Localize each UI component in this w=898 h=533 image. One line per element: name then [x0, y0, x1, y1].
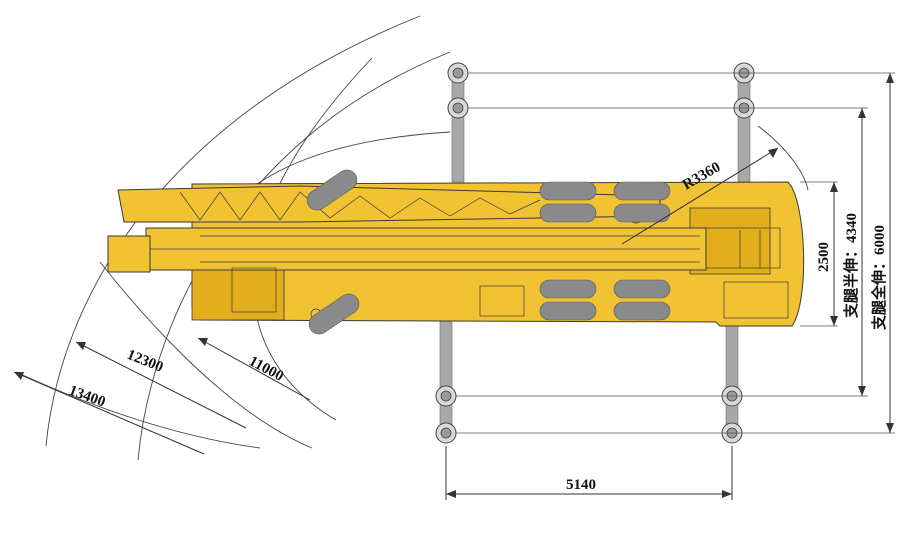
pad-5 — [539, 279, 597, 299]
outrigger-beam-front-lower — [439, 319, 453, 441]
deck-pads — [306, 169, 671, 335]
pad-8 — [613, 301, 671, 321]
extension-reference-lines — [456, 72, 895, 434]
label-4340: 4340 — [844, 213, 860, 243]
arc-tail — [757, 125, 809, 191]
pad-4 — [613, 203, 671, 223]
label-5140: 5140 — [566, 477, 596, 493]
outrigger-foot-fu2-inner — [452, 102, 464, 114]
label-12300: 12300 — [125, 347, 166, 376]
label-6000: 6000 — [872, 225, 888, 255]
outrigger-foot-fl1-inner — [440, 390, 452, 402]
label-full-extended-text: 支腿全伸： — [870, 255, 888, 331]
outrigger-foot-fl2-inner — [440, 427, 452, 439]
pad-slant-upper — [306, 169, 358, 211]
outrigger-foot-fu1-inner — [452, 67, 464, 79]
pad-1 — [539, 181, 597, 201]
outrigger-beam-rear-lower — [725, 319, 739, 441]
boom-head — [107, 235, 151, 273]
crane-body — [107, 181, 805, 327]
label-half-extended-text: 支腿半伸： — [842, 243, 860, 319]
pad-3 — [539, 203, 597, 223]
pad-2 — [613, 181, 671, 201]
pad-6 — [613, 279, 671, 299]
arc-extra — [99, 261, 313, 449]
arc-extra-2 — [15, 371, 261, 449]
dimension-lines — [13, 73, 894, 500]
pad-7 — [539, 301, 597, 321]
pad-slant-lower — [308, 293, 360, 335]
label-full-extended: 支腿全伸：6000 — [870, 225, 888, 331]
label-2500: 2500 — [816, 242, 832, 272]
label-11000: 11000 — [246, 353, 286, 384]
cab-block — [191, 261, 285, 321]
jib-lattice-pattern — [179, 191, 541, 221]
label-13400: 13400 — [67, 383, 108, 411]
label-half-extended: 支腿半伸：4340 — [842, 213, 860, 319]
